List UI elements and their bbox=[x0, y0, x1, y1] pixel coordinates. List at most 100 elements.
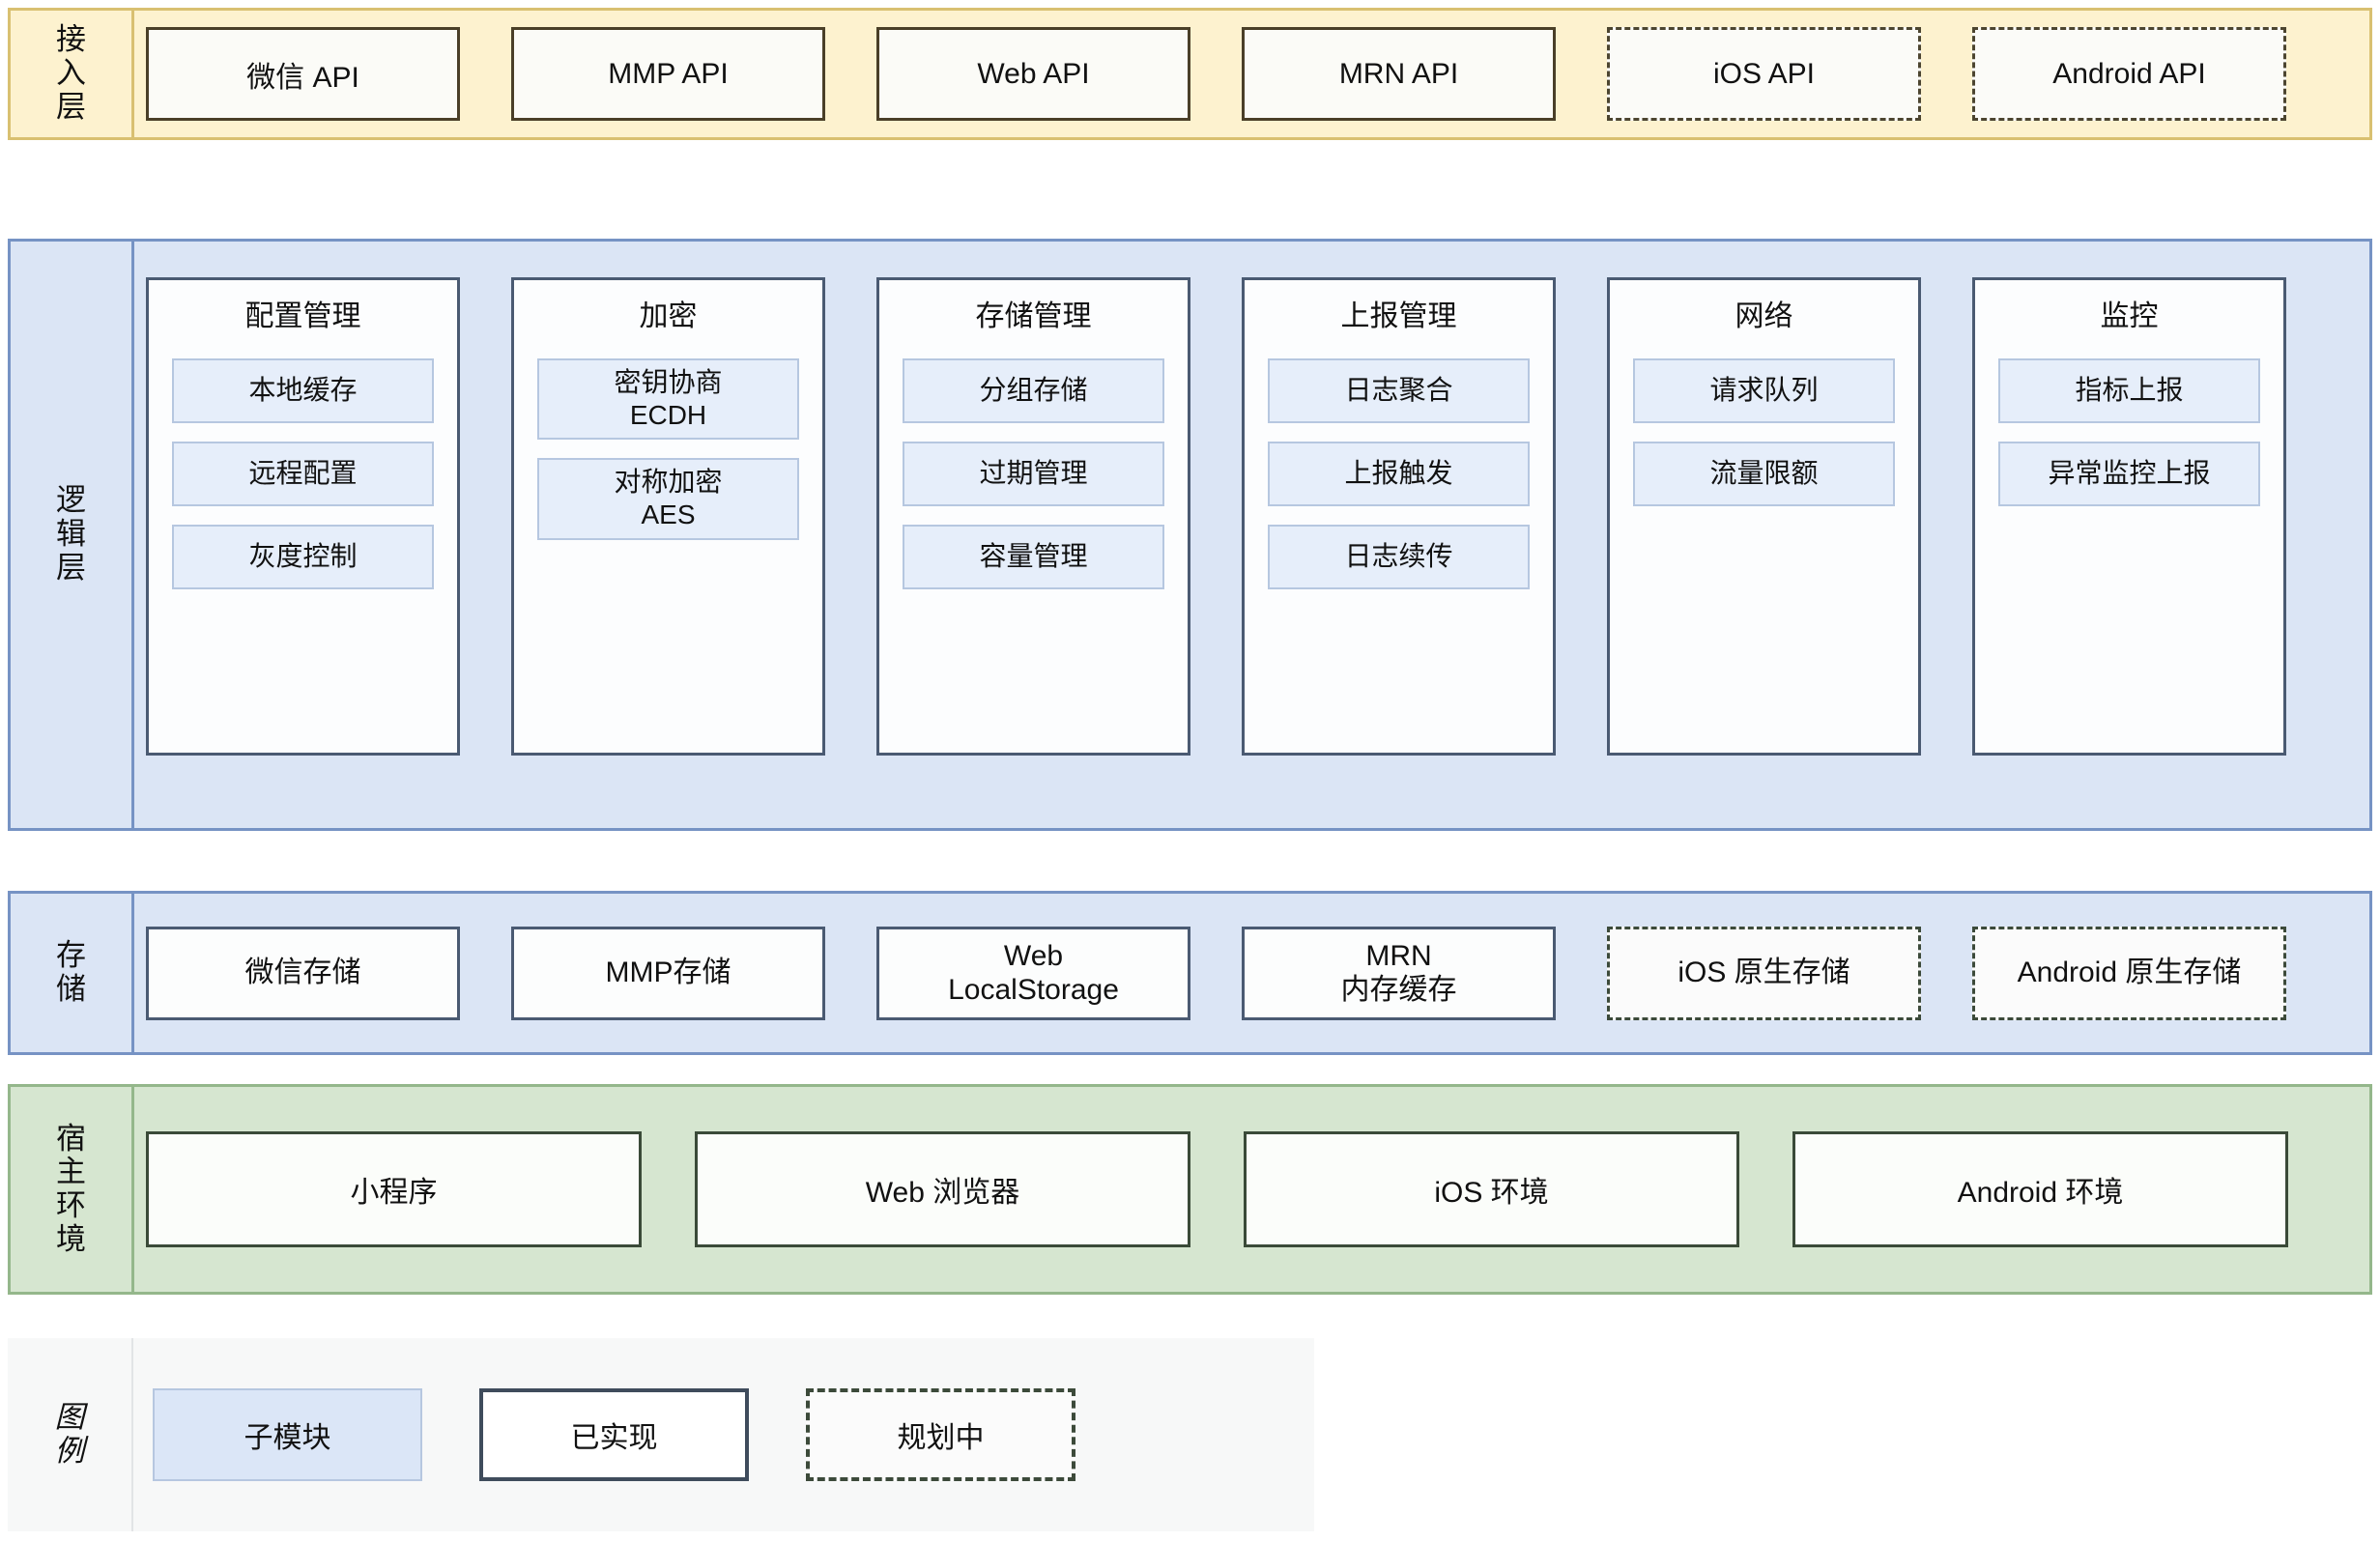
api-box-ios[interactable]: iOS API bbox=[1607, 27, 1921, 121]
submodule-log-resume[interactable]: 日志续传 bbox=[1268, 525, 1530, 589]
submodule-local-cache[interactable]: 本地缓存 bbox=[172, 358, 434, 423]
legend-label-text: 图例 bbox=[54, 1400, 86, 1468]
legend-item-submodule-label: 子模块 bbox=[244, 1422, 331, 1454]
api-box-wechat[interactable]: 微信 API bbox=[146, 27, 460, 121]
module-storage-management[interactable]: 存储管理 分组存储 过期管理 容量管理 bbox=[876, 277, 1190, 756]
legend-label: 图例 bbox=[8, 1338, 133, 1531]
store-box-wechat-label: 微信存储 bbox=[244, 957, 361, 989]
submodule-remote-config-label: 远程配置 bbox=[248, 458, 358, 489]
store-box-mrn-sublabel: 内存缓存 bbox=[1340, 974, 1457, 1006]
logic-layer-modules: 配置管理 本地缓存 远程配置 灰度控制 加密 密钥协商 ECDH bbox=[134, 242, 2369, 828]
host-box-ios-env-label: iOS 环境 bbox=[1434, 1177, 1549, 1209]
host-box-android-env[interactable]: Android 环境 bbox=[1792, 1131, 2288, 1247]
submodule-traffic-quota[interactable]: 流量限额 bbox=[1633, 442, 1895, 506]
legend-item-planned: 规划中 bbox=[806, 1388, 1075, 1481]
legend-band: 图例 子模块 已实现 规划中 bbox=[8, 1338, 1314, 1531]
api-box-web[interactable]: Web API bbox=[876, 27, 1190, 121]
legend-items: 子模块 已实现 规划中 bbox=[133, 1338, 1314, 1531]
store-box-ios-native[interactable]: iOS 原生存储 bbox=[1607, 926, 1921, 1020]
submodule-log-resume-label: 日志续传 bbox=[1344, 541, 1453, 572]
store-box-android-native-label: Android 原生存储 bbox=[2017, 957, 2242, 989]
submodule-metric-report[interactable]: 指标上报 bbox=[1998, 358, 2260, 423]
submodule-gray-control-label: 灰度控制 bbox=[248, 541, 358, 572]
module-monitoring-title: 监控 bbox=[2100, 300, 2159, 332]
submodule-expiry-management[interactable]: 过期管理 bbox=[903, 442, 1164, 506]
host-layer-band: 宿主环境 小程序 Web 浏览器 iOS 环境 Android 环境 bbox=[8, 1084, 2372, 1295]
host-box-miniprogram[interactable]: 小程序 bbox=[146, 1131, 642, 1247]
store-box-mrn-label: MRN bbox=[1365, 939, 1432, 972]
api-box-mrn-label: MRN API bbox=[1338, 57, 1459, 90]
submodule-report-trigger[interactable]: 上报触发 bbox=[1268, 442, 1530, 506]
module-config-management[interactable]: 配置管理 本地缓存 远程配置 灰度控制 bbox=[146, 277, 460, 756]
submodule-symmetric-encryption-label: 对称加密 bbox=[614, 467, 723, 498]
api-box-mrn[interactable]: MRN API bbox=[1242, 27, 1556, 121]
host-layer-items: 小程序 Web 浏览器 iOS 环境 Android 环境 bbox=[134, 1087, 2369, 1292]
store-box-web-sublabel: LocalStorage bbox=[948, 974, 1119, 1006]
host-box-android-env-label: Android 环境 bbox=[1957, 1177, 2124, 1209]
module-storage-management-title: 存储管理 bbox=[975, 300, 1092, 332]
legend-item-implemented: 已实现 bbox=[479, 1388, 749, 1481]
submodule-report-trigger-label: 上报触发 bbox=[1344, 458, 1453, 489]
submodule-metric-report-label: 指标上报 bbox=[2075, 375, 2184, 406]
module-report-management[interactable]: 上报管理 日志聚合 上报触发 日志续传 bbox=[1242, 277, 1556, 756]
submodule-key-exchange[interactable]: 密钥协商 ECDH bbox=[537, 358, 799, 441]
storage-layer-label: 存储 bbox=[11, 894, 134, 1052]
host-box-web-browser[interactable]: Web 浏览器 bbox=[695, 1131, 1190, 1247]
api-box-wechat-label: 微信 API bbox=[246, 61, 359, 94]
submodule-log-aggregation-label: 日志聚合 bbox=[1344, 375, 1453, 406]
host-box-ios-env[interactable]: iOS 环境 bbox=[1244, 1131, 1739, 1247]
submodule-grouped-storage-label: 分组存储 bbox=[979, 375, 1088, 406]
module-network-title: 网络 bbox=[1735, 300, 1793, 332]
module-network[interactable]: 网络 请求队列 流量限额 bbox=[1607, 277, 1921, 756]
submodule-key-exchange-label: 密钥协商 bbox=[614, 367, 723, 397]
submodule-symmetric-encryption[interactable]: 对称加密 AES bbox=[537, 458, 799, 540]
submodule-remote-config[interactable]: 远程配置 bbox=[172, 442, 434, 506]
legend-item-submodule: 子模块 bbox=[153, 1388, 422, 1481]
module-monitoring[interactable]: 监控 指标上报 异常监控上报 bbox=[1972, 277, 2286, 756]
module-encryption[interactable]: 加密 密钥协商 ECDH 对称加密 AES bbox=[511, 277, 825, 756]
submodule-request-queue-label: 请求队列 bbox=[1709, 375, 1819, 406]
host-layer-label-text: 宿主环境 bbox=[56, 1121, 87, 1256]
access-layer-items: 微信 API MMP API Web API MRN API iOS API A… bbox=[134, 11, 2369, 137]
store-box-mmp-label: MMP存储 bbox=[605, 957, 731, 989]
submodule-log-aggregation[interactable]: 日志聚合 bbox=[1268, 358, 1530, 423]
logic-layer-band: 逻辑层 配置管理 本地缓存 远程配置 灰度控制 加密 密钥协商 bbox=[8, 239, 2372, 831]
api-box-android[interactable]: Android API bbox=[1972, 27, 2286, 121]
submodule-key-exchange-algo: ECDH bbox=[629, 400, 707, 431]
access-layer-label-text: 接入层 bbox=[56, 22, 87, 124]
module-encryption-title: 加密 bbox=[639, 300, 698, 332]
module-config-management-title: 配置管理 bbox=[244, 300, 361, 332]
store-box-ios-native-label: iOS 原生存储 bbox=[1677, 957, 1850, 989]
store-box-web[interactable]: Web LocalStorage bbox=[876, 926, 1190, 1020]
host-box-miniprogram-label: 小程序 bbox=[350, 1177, 438, 1209]
storage-layer-label-text: 存储 bbox=[56, 938, 87, 1006]
store-box-wechat[interactable]: 微信存储 bbox=[146, 926, 460, 1020]
submodule-expiry-management-label: 过期管理 bbox=[979, 458, 1088, 489]
store-box-mmp[interactable]: MMP存储 bbox=[511, 926, 825, 1020]
submodule-exception-monitor-report-label: 异常监控上报 bbox=[2048, 458, 2211, 489]
storage-layer-band: 存储 微信存储 MMP存储 Web LocalStorage MRN 内存缓存 … bbox=[8, 891, 2372, 1055]
submodule-capacity-management[interactable]: 容量管理 bbox=[903, 525, 1164, 589]
submodule-symmetric-encryption-algo: AES bbox=[641, 500, 696, 530]
host-box-web-browser-label: Web 浏览器 bbox=[865, 1177, 1020, 1209]
submodule-local-cache-label: 本地缓存 bbox=[248, 375, 358, 406]
logic-layer-label: 逻辑层 bbox=[11, 242, 134, 828]
store-box-mrn[interactable]: MRN 内存缓存 bbox=[1242, 926, 1556, 1020]
api-box-android-label: Android API bbox=[2052, 57, 2206, 90]
api-box-mmp-label: MMP API bbox=[608, 57, 729, 90]
storage-layer-items: 微信存储 MMP存储 Web LocalStorage MRN 内存缓存 iOS… bbox=[134, 894, 2369, 1052]
legend-item-planned-label: 规划中 bbox=[897, 1422, 985, 1454]
legend-item-implemented-label: 已实现 bbox=[570, 1422, 658, 1454]
api-box-mmp[interactable]: MMP API bbox=[511, 27, 825, 121]
submodule-gray-control[interactable]: 灰度控制 bbox=[172, 525, 434, 589]
store-box-android-native[interactable]: Android 原生存储 bbox=[1972, 926, 2286, 1020]
submodule-exception-monitor-report[interactable]: 异常监控上报 bbox=[1998, 442, 2260, 506]
access-layer-label: 接入层 bbox=[11, 11, 134, 137]
submodule-request-queue[interactable]: 请求队列 bbox=[1633, 358, 1895, 423]
api-box-ios-label: iOS API bbox=[1712, 57, 1816, 90]
host-layer-label: 宿主环境 bbox=[11, 1087, 134, 1292]
submodule-grouped-storage[interactable]: 分组存储 bbox=[903, 358, 1164, 423]
api-box-web-label: Web API bbox=[977, 57, 1090, 90]
submodule-capacity-management-label: 容量管理 bbox=[979, 541, 1088, 572]
